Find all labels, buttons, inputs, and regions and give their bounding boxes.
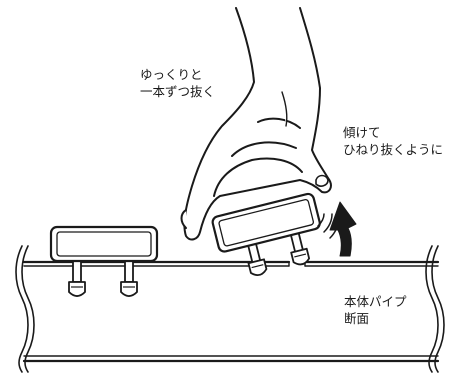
pipe-break-right-2 [431, 245, 445, 373]
pipe-break-left-2 [21, 245, 35, 373]
label-slowly-line1: ゆっくりと [140, 67, 203, 82]
removing-cap-face [218, 198, 315, 247]
rotation-arrow [329, 201, 357, 257]
label-pipe-section: 本体パイプ 断面 [344, 293, 407, 327]
label-slowly-line2: 一本ずつ抜く [140, 84, 216, 99]
hand-finger-index [213, 157, 303, 197]
hand-finger-curl [231, 141, 297, 157]
removing-cap [211, 192, 321, 277]
label-tilt-twist: 傾けて ひねり抜くように [343, 124, 443, 158]
seated-cap-face [56, 231, 152, 257]
label-pipe-line1: 本体パイプ [344, 294, 407, 309]
label-slowly: ゆっくりと 一本ずつ抜く [140, 66, 215, 100]
hand-thumb [180, 209, 187, 229]
pipe-break-right [425, 245, 439, 373]
seated-cap-leg-right [120, 257, 138, 297]
seated-cap-leg-left [68, 257, 86, 297]
hand-crease [281, 91, 288, 127]
pipe-break-left [15, 245, 29, 373]
hand-knuckle-line [257, 117, 301, 129]
label-tilt-line1: 傾けて [343, 125, 381, 140]
hand [180, 7, 332, 241]
hand-fingernail [315, 174, 329, 187]
body-pipe [15, 245, 445, 373]
label-tilt-line2: ひねり抜くように [343, 142, 444, 157]
label-pipe-line2: 断面 [344, 311, 370, 326]
seated-cap [49, 225, 159, 297]
